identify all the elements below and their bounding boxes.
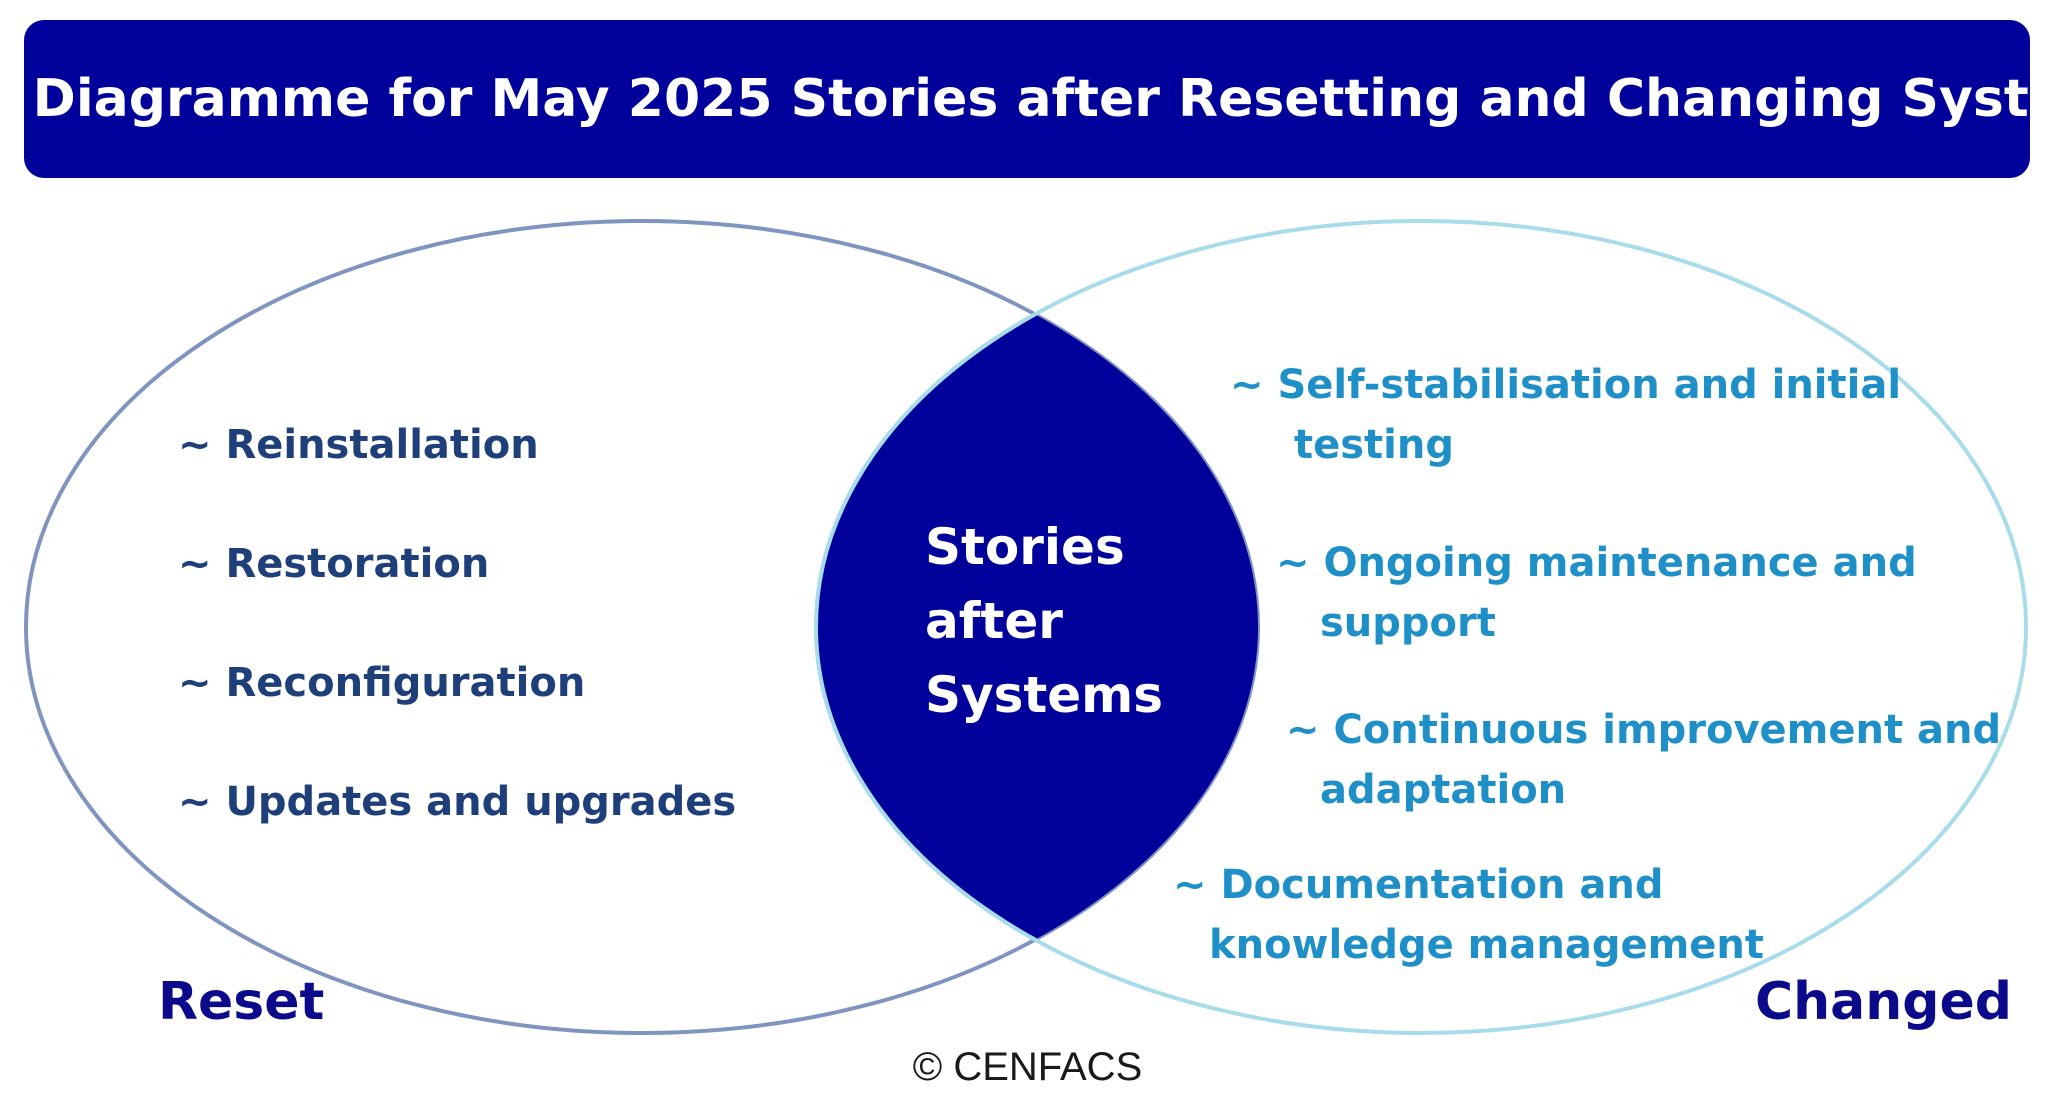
- copyright-notice: © CENFACS: [912, 1045, 1143, 1089]
- reset-item-text: ~ Updates and upgrades: [178, 779, 737, 825]
- intersection-label: Stories after Systems: [925, 518, 1164, 724]
- reset-item-restoration: ~ Restoration: [178, 534, 489, 594]
- changed-label: Changed: [1755, 972, 2013, 1032]
- title-bar: Ven Diagramme for May 2025 Stories after…: [0, 20, 2055, 178]
- reset-label: Reset: [158, 972, 325, 1032]
- reset-item-text: ~ Reinstallation: [178, 422, 539, 468]
- changed-item-text: ~ Ongoing maintenance and: [1276, 540, 1917, 586]
- changed-item-maintenance: ~ Ongoing maintenance and support: [1276, 533, 1917, 653]
- changed-item-improvement: ~ Continuous improvement and adaptation: [1286, 700, 2001, 820]
- changed-item-self-stabilisation: ~ Self-stabilisation and initial testing: [1230, 355, 1901, 475]
- reset-item-reconfiguration: ~ Reconfiguration: [178, 653, 585, 713]
- reset-item-text: ~ Restoration: [178, 541, 490, 587]
- reset-item-reinstallation: ~ Reinstallation: [178, 415, 539, 475]
- changed-item-text: ~ Self-stabilisation and initial: [1230, 362, 1902, 408]
- diagram-title: Ven Diagramme for May 2025 Stories after…: [0, 69, 2055, 129]
- intersection-region: [816, 221, 1258, 1033]
- reset-item-text: ~ Reconfiguration: [178, 660, 586, 706]
- changed-item-documentation: ~ Documentation and knowledge management: [1173, 855, 1764, 975]
- changed-item-text: adaptation: [1320, 767, 1567, 813]
- reset-item-updates: ~ Updates and upgrades: [178, 772, 736, 832]
- changed-item-text: knowledge management: [1209, 922, 1764, 968]
- changed-item-text: ~ Continuous improvement and: [1286, 707, 2002, 753]
- changed-item-text: testing: [1294, 422, 1454, 468]
- changed-item-text: support: [1320, 600, 1496, 646]
- changed-item-text: ~ Documentation and: [1173, 862, 1664, 908]
